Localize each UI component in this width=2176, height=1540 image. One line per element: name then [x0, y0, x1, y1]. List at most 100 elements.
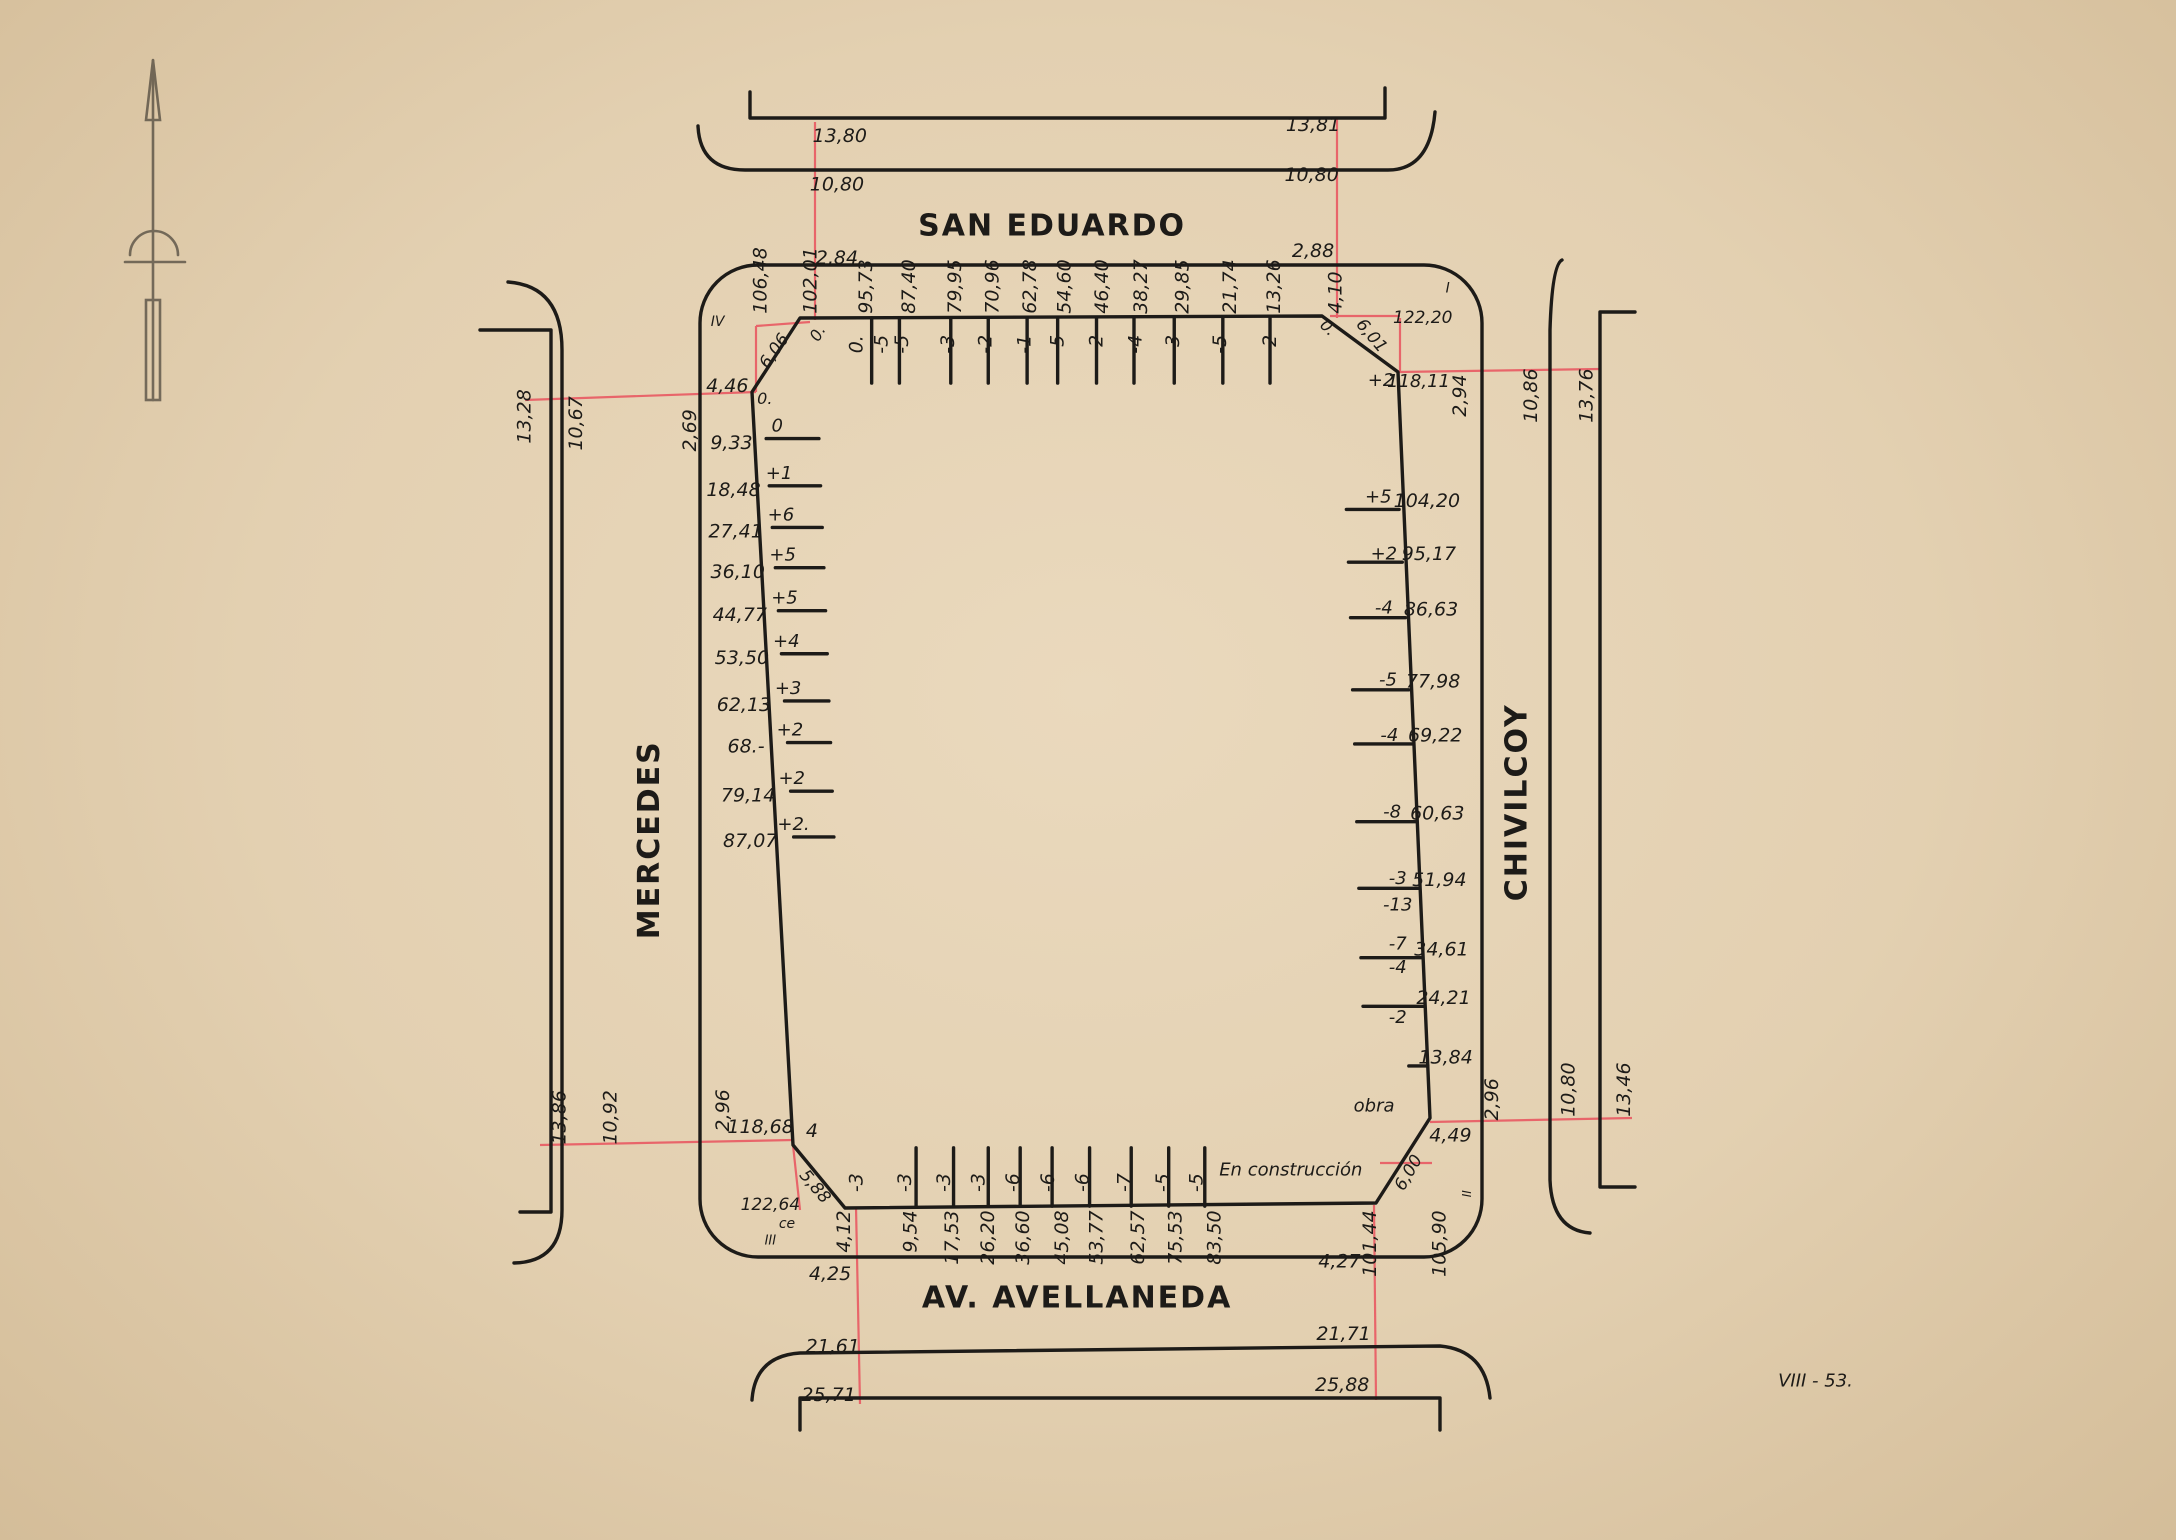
measurement-label: 34,61 — [1414, 938, 1468, 960]
street-name-north: SAN EDUARDO — [918, 209, 1186, 244]
measurement-label: -3 — [845, 1173, 867, 1192]
measurement-label: -7 — [1389, 933, 1407, 954]
measurement-label: 25,71 — [801, 1384, 855, 1406]
street-name-west: MERCEDES — [632, 740, 667, 939]
measurement-label: 4,49 — [1429, 1124, 1471, 1146]
measurement-label: -3 — [1389, 868, 1407, 889]
street-name-south: AV. AVELLANEDA — [922, 1280, 1232, 1315]
measurement-label: 106,48 — [750, 247, 772, 313]
street-south — [750, 1344, 1492, 1432]
measurement-label: -3 — [894, 1173, 916, 1192]
measurement-label: 0. — [805, 322, 829, 345]
measurement-label: 21,71 — [1316, 1323, 1370, 1345]
measurement-label: -5 — [870, 335, 892, 354]
measurement-label: +4 — [773, 631, 800, 652]
measurement-label: 25,88 — [1315, 1374, 1369, 1396]
measurement-label: 86,63 — [1404, 598, 1458, 620]
measurement-label: 105,90 — [1428, 1210, 1450, 1276]
measurement-label: ce — [779, 1216, 795, 1232]
measurement-label: 87,07 — [723, 830, 777, 852]
measurement-label: 79,95 — [944, 259, 966, 313]
measurement-label: +2 — [1371, 543, 1398, 564]
measurement-label: 122,64 — [741, 1195, 800, 1215]
measurement-label: 13,26 — [1263, 259, 1285, 313]
measurement-label: I — [1446, 281, 1450, 297]
measurement-label: 13,46 — [1613, 1062, 1635, 1116]
measurement-label: -3 — [933, 1173, 955, 1192]
measurement-label: 102,01 — [800, 247, 822, 313]
measurement-label: +5 — [1365, 486, 1392, 507]
measurement-label: -5 — [1185, 1173, 1207, 1192]
measurement-label: 13,80 — [813, 125, 867, 147]
measurement-label: 13,81 — [1286, 114, 1340, 136]
measurement-label: +2. — [777, 814, 809, 835]
measurement-label: 6,01 — [1352, 315, 1392, 357]
measurement-label: -4 — [1380, 725, 1398, 746]
measurement-label: 21,61 — [806, 1335, 860, 1357]
measurement-label: -6 — [1037, 1173, 1059, 1192]
measurement-label: 122,20 — [1393, 308, 1452, 328]
street-west — [478, 280, 564, 1265]
frontage-ticks — [764, 316, 1430, 1208]
measurement-label: 95,17 — [1402, 543, 1456, 565]
measurement-label: -4 — [1124, 335, 1146, 354]
measurement-label: 26,20 — [977, 1210, 999, 1264]
measurement-label: 10,67 — [565, 396, 587, 450]
measurement-label: 0. — [1316, 315, 1340, 339]
measurement-label: 69,22 — [1408, 725, 1462, 747]
measurement-label: 83,50 — [1204, 1210, 1226, 1264]
measurement-label: 18,48 — [706, 479, 760, 501]
measurement-label: 10,80 — [1284, 164, 1338, 186]
measurement-label: +2 — [778, 768, 805, 789]
measurement-label: -5 — [1152, 1173, 1174, 1192]
survey-reference-lines — [524, 118, 1633, 1405]
measurement-label: 70,96 — [981, 259, 1003, 313]
measurement-label: +5 — [769, 545, 796, 566]
measurement-label: 62,57 — [1127, 1210, 1149, 1264]
north-arrow-icon — [123, 58, 187, 402]
measurement-label: -7 — [1113, 1173, 1135, 1192]
measurement-label: 10,86 — [1520, 368, 1542, 422]
measurement-label: -2 — [1086, 335, 1108, 354]
measurement-label: 10,80 — [810, 174, 864, 196]
measurement-label: 9,54 — [900, 1210, 922, 1252]
measurement-label: 0 — [772, 416, 783, 437]
measurement-label: 2,96 — [1481, 1078, 1503, 1120]
measurement-label: 4 — [806, 1120, 818, 1142]
measurement-label: -5 — [1379, 670, 1397, 691]
measurement-label: 46,40 — [1091, 259, 1113, 313]
measurement-label: 10,80 — [1557, 1062, 1579, 1116]
measurement-label: 0. — [757, 389, 772, 408]
measurement-label: II — [1460, 1190, 1474, 1198]
measurement-label: 44,77 — [713, 604, 767, 626]
measurement-label: -4 — [1375, 597, 1393, 618]
measurement-label: 36,10 — [711, 561, 765, 583]
measurement-label: 68.- — [728, 736, 765, 758]
measurement-label: -4 — [1389, 957, 1407, 978]
measurement-label: 0. — [845, 335, 867, 353]
measurement-label: 118,11 — [1387, 371, 1450, 392]
measurement-label: 2,96 — [712, 1089, 734, 1131]
measurement-label: 53,50 — [715, 647, 769, 669]
measurement-label: 95,73 — [855, 259, 877, 313]
measurement-label: 9,33 — [710, 432, 752, 454]
measurement-label: 13,86 — [548, 1090, 570, 1144]
measurement-label: 45,08 — [1051, 1210, 1073, 1264]
measurement-label: 104,20 — [1394, 490, 1460, 512]
measurement-label: 13,84 — [1418, 1047, 1472, 1069]
measurement-label: 51,94 — [1412, 869, 1466, 891]
measurement-label: 101,44 — [1359, 1210, 1381, 1276]
measurement-label: 60,63 — [1410, 802, 1464, 824]
measurement-label: 13,76 — [1575, 368, 1597, 422]
work-note: obra — [1354, 1096, 1395, 1117]
measurement-label: 2,84 — [816, 247, 858, 269]
measurement-label: -3 — [1162, 335, 1184, 354]
measurement-label: -8 — [1383, 801, 1401, 822]
measurement-label: -3 — [937, 335, 959, 354]
measurement-label: IV — [711, 314, 726, 330]
measurement-label: -6 — [1002, 1173, 1024, 1192]
measurement-label: +3 — [775, 678, 802, 699]
measurement-label: 24,21 — [1416, 987, 1470, 1009]
